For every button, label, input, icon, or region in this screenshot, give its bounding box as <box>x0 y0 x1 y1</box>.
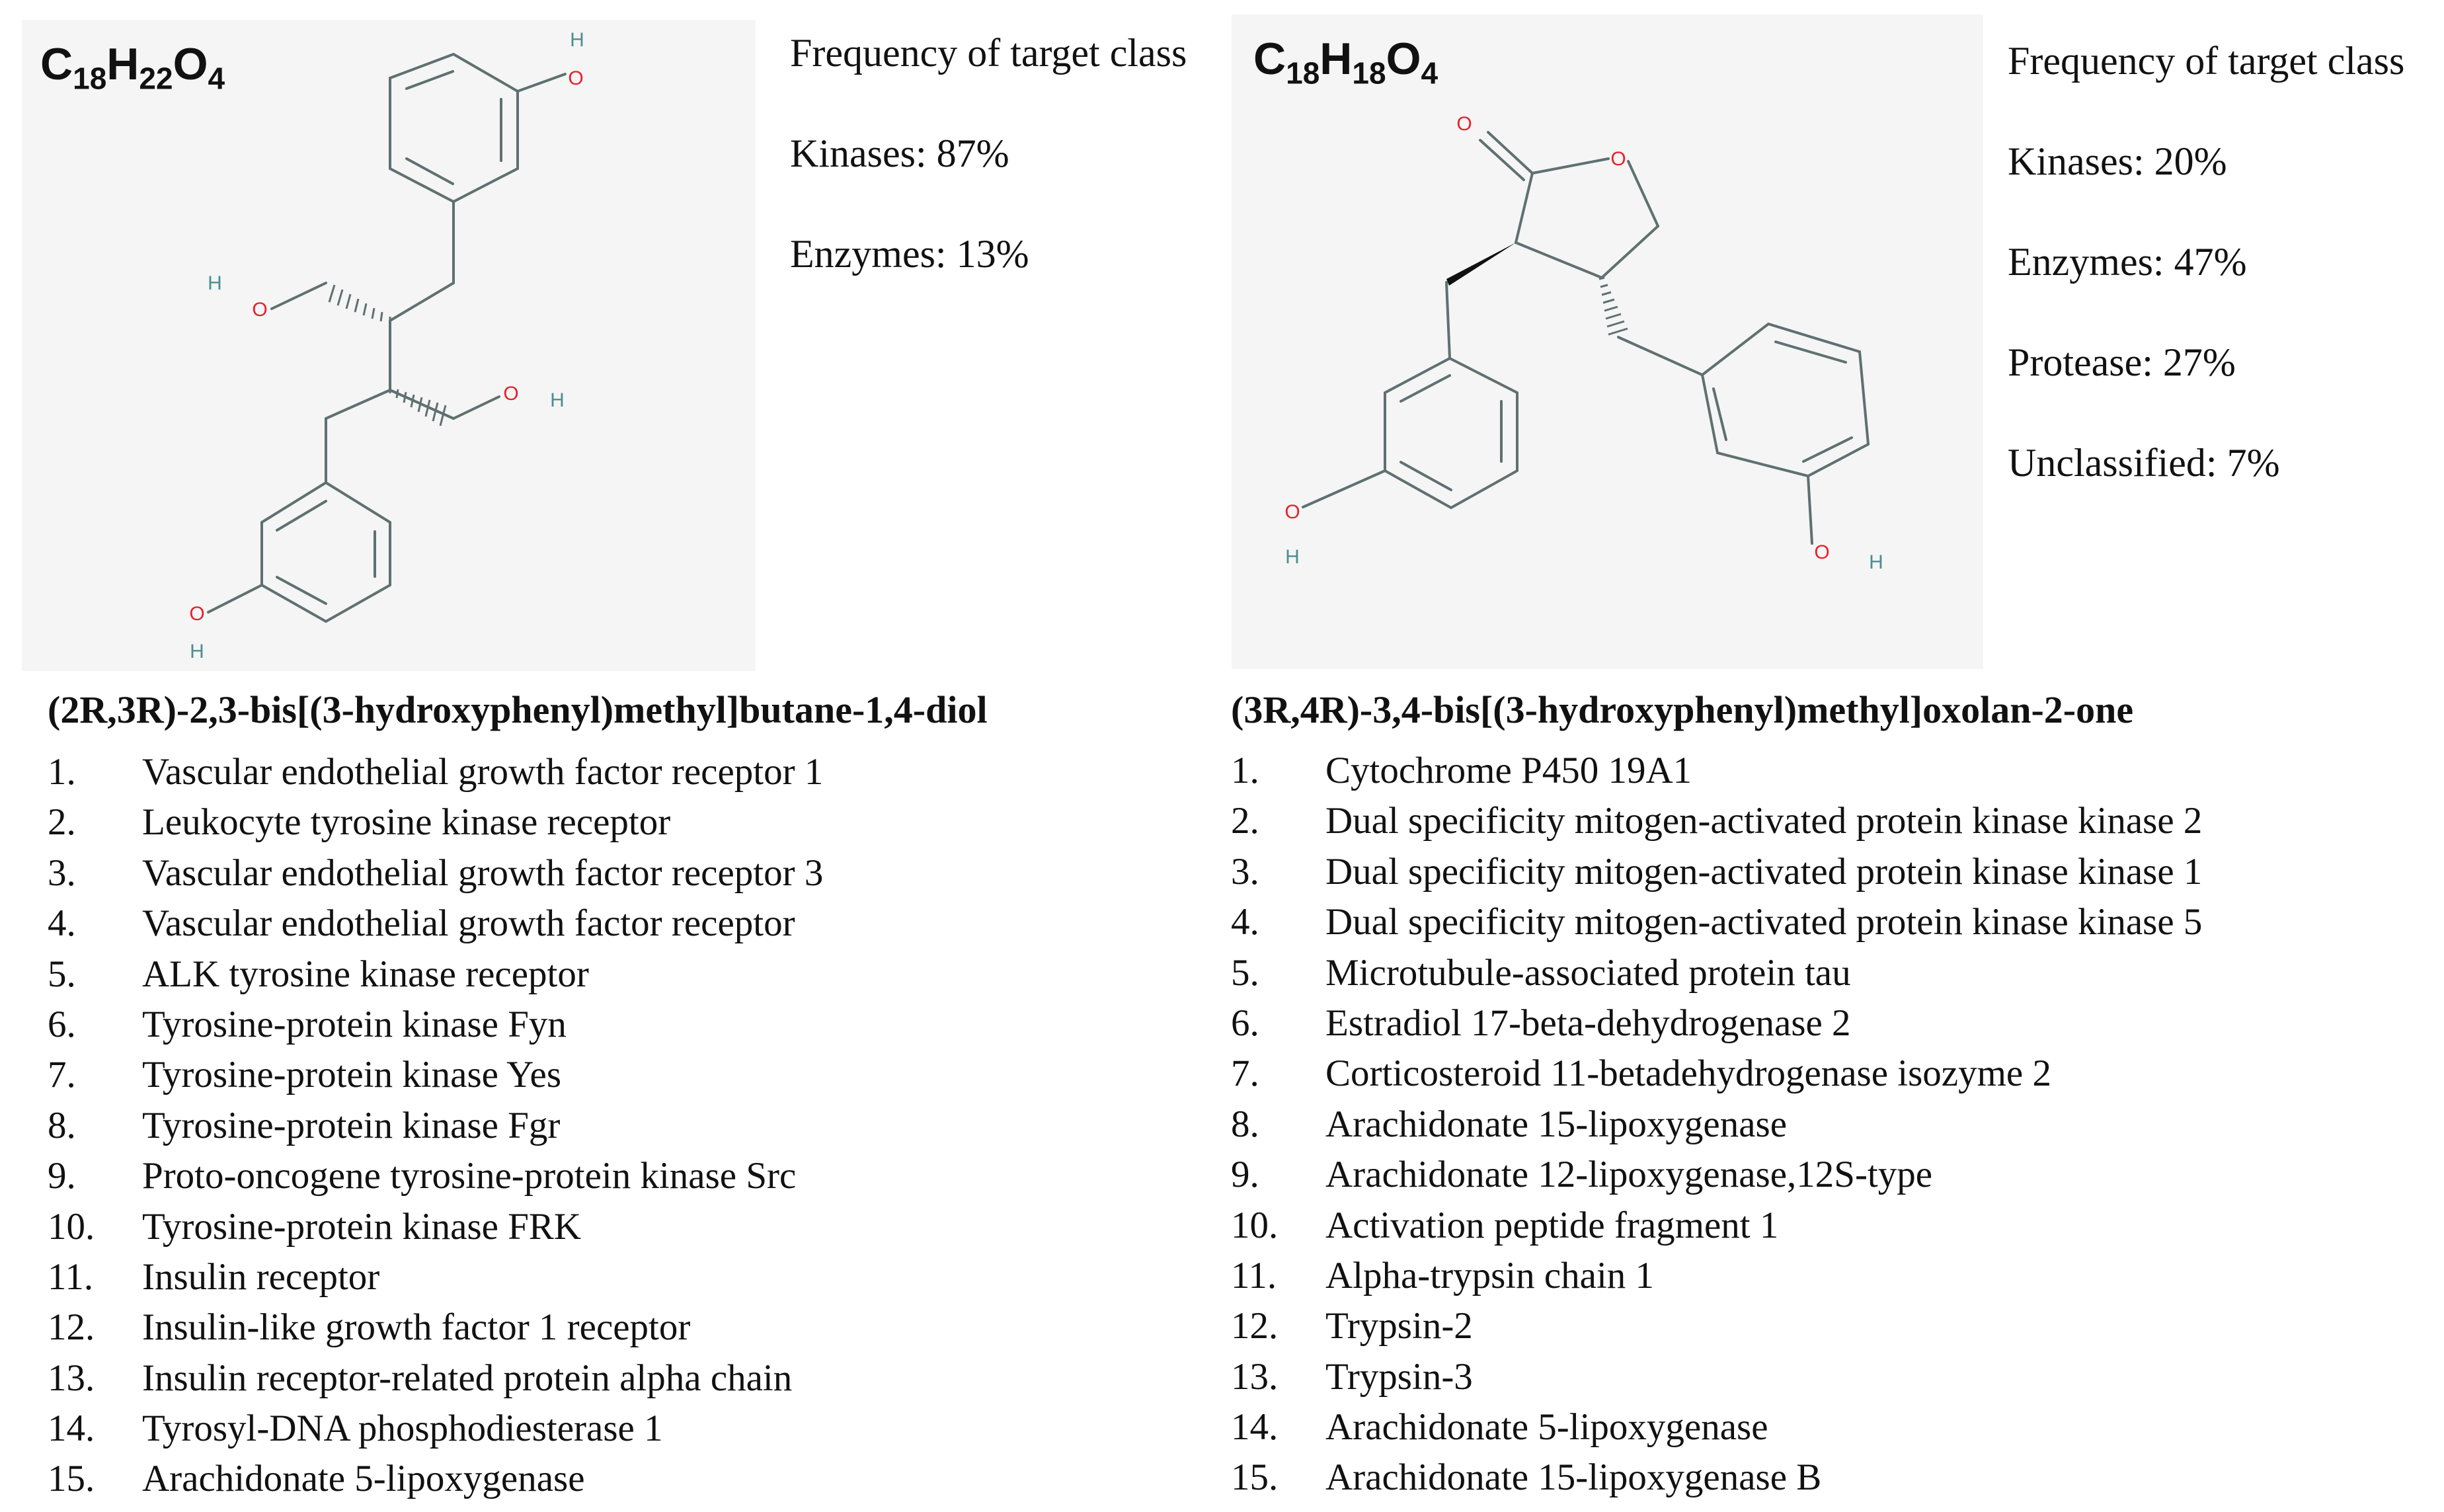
svg-text:H: H <box>570 29 584 51</box>
list-item: 1.Vascular endothelial growth factor rec… <box>48 751 824 793</box>
list-item: 3.Vascular endothelial growth factor rec… <box>48 852 824 894</box>
list-item: 13.Insulin receptor-related protein alph… <box>48 1357 793 1399</box>
svg-text:O: O <box>189 603 204 625</box>
list-item: 2.Leukocyte tyrosine kinase receptor <box>48 801 671 844</box>
svg-text:H: H <box>208 272 222 294</box>
list-item: 8.Tyrosine-protein kinase Fgr <box>48 1104 561 1146</box>
right-compound-name: (3R,4R)-3,4-bis[(3-hydroxyphenyl)methyl]… <box>1231 688 2134 731</box>
list-item: 14.Tyrosyl-DNA phosphodiesterase 1 <box>48 1408 663 1450</box>
list-item: 6.Estradiol 17-beta-dehydrogenase 2 <box>1231 1002 1851 1044</box>
right-structure-diagram: O O O H O H <box>1284 113 1883 573</box>
list-item: 2.Dual specificity mitogen-activated pro… <box>1231 800 2203 842</box>
svg-text:H: H <box>1869 551 1883 573</box>
svg-text:O: O <box>568 67 583 89</box>
svg-text:H: H <box>190 641 204 662</box>
list-item: 5.ALK tyrosine kinase receptor <box>48 953 589 995</box>
svg-text:O: O <box>252 299 267 321</box>
list-item: 6.Tyrosine-protein kinase Fyn <box>48 1003 567 1045</box>
list-item: 15.Arachidonate 5-lipoxygenase <box>48 1458 585 1500</box>
list-item: 4.Dual specificity mitogen-activated pro… <box>1231 901 2203 943</box>
svg-text:O: O <box>1814 541 1829 563</box>
svg-text:O: O <box>1456 113 1472 135</box>
frequency-entry: Enzymes: 47% <box>2008 240 2247 284</box>
frequency-heading: Frequency of target class <box>2008 39 2405 83</box>
list-item: 9.Arachidonate 12-lipoxygenase,12S-type <box>1231 1154 1933 1196</box>
svg-text:O: O <box>1284 501 1300 523</box>
frequency-entry: Kinases: 20% <box>2008 139 2227 183</box>
svg-text:O: O <box>503 383 518 405</box>
svg-text:H: H <box>550 389 565 411</box>
list-item: 14.Arachidonate 5-lipoxygenase <box>1231 1406 1768 1449</box>
left-frequency-block: Frequency of target class Kinases: 87% E… <box>790 33 1187 335</box>
list-item: 4.Vascular endothelial growth factor rec… <box>48 902 795 945</box>
frequency-entry: Protease: 27% <box>2008 340 2236 384</box>
list-item: 9.Proto-oncogene tyrosine-protein kinase… <box>48 1155 797 1197</box>
left-target-list: 1.Vascular endothelial growth factor rec… <box>48 747 973 1505</box>
right-target-list: 1.Cytochrome P450 19A1 2.Dual specificit… <box>1231 746 2434 1503</box>
list-item: 7.Corticosteroid 11-betadehydrogenase is… <box>1231 1053 2051 1095</box>
frequency-entry: Kinases: 87% <box>790 132 1009 175</box>
right-frequency-block: Frequency of target class Kinases: 20% E… <box>2008 41 2404 543</box>
frequency-entry: Unclassified: 7% <box>2008 441 2280 485</box>
list-item: 7.Tyrosine-protein kinase Yes <box>48 1054 562 1096</box>
left-structure-panel: C18H22O4 <box>22 20 756 671</box>
left-molecular-formula: C18H22O4 <box>40 39 225 96</box>
left-compound-name: (2R,3R)-2,3-bis[(3-hydroxyphenyl)methyl]… <box>48 688 988 731</box>
svg-text:H: H <box>1285 546 1300 568</box>
list-item: 13.Trypsin-3 <box>1231 1355 1473 1398</box>
list-item: 15.Arachidonate 15-lipoxygenase B <box>1231 1456 1822 1499</box>
frequency-entry: Enzymes: 13% <box>790 232 1029 276</box>
list-item: 11.Alpha-trypsin chain 1 <box>1231 1254 1655 1296</box>
svg-text:O: O <box>1610 148 1626 170</box>
list-item: 5.Microtubule-associated protein tau <box>1231 951 1851 994</box>
list-item: 12.Insulin-like growth factor 1 receptor <box>48 1306 691 1349</box>
list-item: 10.Tyrosine-protein kinase FRK <box>48 1205 582 1248</box>
list-item: 3.Dual specificity mitogen-activated pro… <box>1231 850 2203 893</box>
right-molecular-formula: C18H18O4 <box>1253 34 1439 91</box>
list-item: 1.Cytochrome P450 19A1 <box>1231 750 1692 791</box>
right-structure-panel: C18H18O4 <box>1232 15 1983 669</box>
left-structure-diagram: O H O H O H O H <box>189 29 584 662</box>
frequency-heading: Frequency of target class <box>790 31 1187 75</box>
list-item: 8.Arachidonate 15-lipoxygenase <box>1231 1103 1787 1145</box>
list-item: 11.Insulin receptor <box>48 1255 380 1298</box>
list-item: 10.Activation peptide fragment 1 <box>1231 1204 1779 1246</box>
list-item: 12.Trypsin-2 <box>1231 1305 1473 1347</box>
